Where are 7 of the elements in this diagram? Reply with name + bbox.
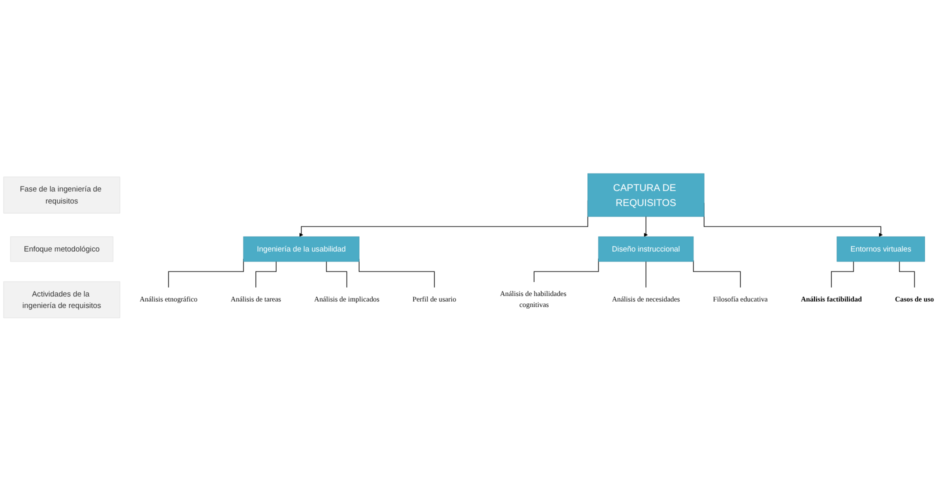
connector bbox=[831, 260, 854, 288]
connector bbox=[326, 260, 348, 288]
connector bbox=[899, 260, 915, 288]
connector bbox=[255, 260, 277, 288]
connector bbox=[693, 260, 741, 288]
arrow bbox=[644, 216, 648, 237]
node-box: CAPTURA DE REQUISITOS bbox=[588, 173, 704, 217]
